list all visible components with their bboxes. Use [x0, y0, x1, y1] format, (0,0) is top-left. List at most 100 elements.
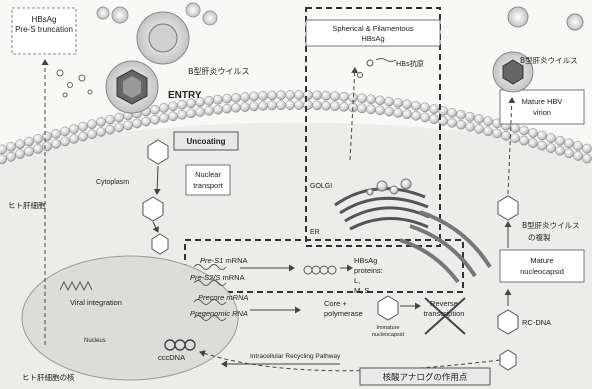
membrane-lipid: [555, 136, 564, 145]
membrane-lipid: [384, 107, 393, 116]
membrane-lipid: [258, 91, 267, 100]
membrane-lipid: [231, 93, 240, 102]
membrane-lipid: [402, 100, 411, 109]
membrane-lipid: [240, 102, 249, 111]
membrane-lipid: [537, 131, 546, 140]
hbv-virus-entry: [106, 61, 158, 113]
membrane-lipid: [339, 92, 348, 101]
membrane-lipid: [564, 139, 573, 148]
nuclear-transport-label-2: transport: [193, 181, 224, 190]
membrane-lipid: [456, 110, 465, 119]
membrane-lipid: [474, 114, 483, 123]
membrane-lipid: [105, 125, 114, 134]
membrane-lipid: [96, 117, 105, 126]
hbsag-pres-label-1: HBsAg: [32, 15, 57, 24]
membrane-lipid: [420, 113, 429, 122]
membrane-lipid: [186, 109, 195, 118]
membrane-lipid: [546, 144, 555, 153]
membrane-lipid: [447, 118, 456, 127]
membrane-lipid: [204, 96, 213, 105]
pres2-mrna-rest: mRNA: [220, 273, 244, 282]
hbsag-proteins-label-1: HBsAg: [354, 256, 377, 265]
membrane-lipid: [537, 141, 546, 150]
membrane-lipid: [105, 115, 114, 124]
hbsag-proteins-label-4: M, S: [354, 286, 369, 295]
hbsag-proteins-label-3: L,: [354, 276, 360, 285]
membrane-lipid: [222, 94, 231, 103]
membrane-lipid: [393, 108, 402, 117]
membrane-lipid: [276, 101, 285, 110]
membrane-lipid: [6, 142, 15, 151]
membrane-lipid: [285, 90, 294, 99]
membrane-lipid: [447, 108, 456, 117]
membrane-lipid: [429, 105, 438, 114]
membrane-lipid: [474, 124, 483, 133]
membrane-lipid: [114, 113, 123, 122]
membrane-lipid: [177, 110, 186, 119]
nucleoside-analog-site-label: 核酸アナログの作用点: [383, 372, 468, 383]
membrane-lipid: [321, 101, 330, 110]
membrane-lipid: [0, 155, 7, 164]
membrane-lipid: [42, 132, 51, 141]
hbv-replication-label-2: の複製: [528, 232, 551, 242]
membrane-lipid: [528, 128, 537, 137]
hbv-virus-right-label: B型肝炎ウイルス: [520, 56, 578, 65]
uncoating-label: Uncoating: [186, 137, 225, 146]
membrane-lipid: [429, 115, 438, 124]
membrane-lipid: [555, 146, 564, 155]
hbs-antigen-label: HBs抗原: [396, 59, 424, 68]
membrane-lipid: [465, 112, 474, 121]
membrane-lipid: [249, 102, 258, 111]
membrane-lipid: [78, 122, 87, 131]
membrane-lipid: [510, 124, 519, 133]
immature-nucleocapsid-label-1: Immature: [376, 325, 399, 331]
membrane-lipid: [357, 104, 366, 113]
membrane-lipid: [168, 102, 177, 111]
pres2-mrna-label: Pre-S2/S mRNA: [190, 273, 245, 282]
membrane-lipid: [312, 101, 321, 110]
human-liver-cell-label: ヒト肝細胞: [8, 200, 46, 210]
membrane-lipid: [51, 129, 60, 138]
nucleus-label: Nucleus: [84, 338, 106, 344]
golgi-label: GOLGI: [310, 183, 332, 190]
membrane-lipid: [87, 120, 96, 129]
membrane-lipid: [258, 101, 267, 110]
membrane-lipid: [132, 119, 141, 128]
membrane-lipid: [411, 111, 420, 120]
membrane-lipid: [15, 150, 24, 159]
mature-nucleocapsid-label-1: Mature: [530, 256, 553, 265]
membrane-lipid: [276, 91, 285, 100]
membrane-lipid: [24, 137, 33, 146]
membrane-lipid: [492, 129, 501, 138]
membrane-lipid: [573, 141, 582, 150]
membrane-lipid: [330, 92, 339, 101]
membrane-lipid: [519, 126, 528, 135]
membrane-lipid: [51, 139, 60, 148]
membrane-lipid: [24, 147, 33, 156]
membrane-lipid: [222, 104, 231, 113]
membrane-lipid: [456, 120, 465, 129]
core-polymerase-label-2: polymerase: [324, 309, 363, 318]
membrane-lipid: [78, 132, 87, 141]
membrane-lipid: [15, 140, 24, 149]
membrane-lipid: [33, 134, 42, 143]
pres1-mrna-rest: mRNA: [223, 256, 247, 265]
membrane-lipid: [285, 100, 294, 109]
membrane-lipid: [483, 117, 492, 126]
mature-nucleocapsid-label-2: nucleocapsid: [520, 267, 564, 276]
membrane-lipid: [366, 95, 375, 104]
membrane-lipid: [60, 127, 69, 136]
membrane-lipid: [573, 151, 582, 160]
membrane-lipid: [420, 103, 429, 112]
mature-hbv-box: [500, 90, 584, 124]
membrane-lipid: [240, 92, 249, 101]
membrane-lipid: [357, 94, 366, 103]
mature-nucleocapsid-box: [500, 250, 584, 282]
reverse-transcription-label-1: Reverse: [430, 299, 458, 308]
precore-mrna-label: Precore mRNA: [198, 293, 248, 302]
membrane-lipid: [519, 136, 528, 145]
membrane-lipid: [87, 130, 96, 139]
membrane-lipid: [33, 144, 42, 153]
mature-hbv-label-1: Mature HBV: [522, 97, 563, 106]
